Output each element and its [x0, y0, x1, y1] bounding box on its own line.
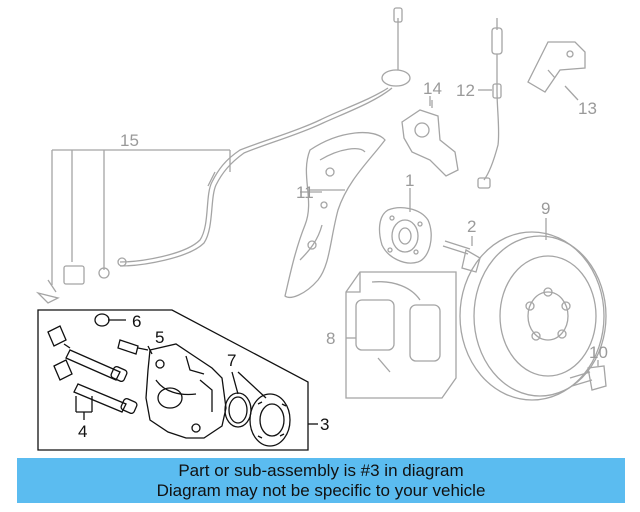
brake-assembly-diagram: 15 14 12 13 11 1 2 9 8 10 6 5 7 4 3: [35, 7, 608, 451]
callout-8: 8: [326, 329, 335, 348]
callout-15: 15: [120, 131, 139, 150]
bleeder-cap: [94, 313, 126, 327]
hub-bolt: [442, 240, 481, 273]
callout-4: 4: [78, 422, 87, 441]
callout-5: 5: [155, 328, 164, 347]
callout-1: 1: [405, 171, 414, 190]
steering-knuckle: [401, 96, 459, 177]
callout-9: 9: [541, 199, 550, 218]
bleeder-screw: [117, 339, 153, 355]
brake-caliper: [145, 343, 227, 439]
banner-line-disclaimer: Diagram may not be specific to your vehi…: [156, 481, 486, 500]
wheel-speed-sensor: [477, 18, 503, 189]
callout-12: 12: [456, 81, 475, 100]
callout-13: 13: [578, 99, 597, 118]
sensor-bracket: [527, 41, 586, 93]
callout-2: 2: [467, 217, 476, 236]
caliper-kit-outline: [37, 309, 309, 451]
banner-line-part: Part or sub-assembly is #3 in diagram: [178, 461, 464, 480]
callout-7: 7: [227, 351, 236, 370]
brake-pad-kit: [345, 271, 457, 399]
callout-6: 6: [132, 312, 141, 331]
callout-11: 11: [296, 183, 314, 202]
brake-rotor: [459, 231, 607, 401]
info-banner: Part or sub-assembly is #3 in diagram Di…: [17, 458, 625, 503]
wheel-hub: [378, 207, 432, 264]
piston-seal-kit: [224, 371, 291, 447]
callout-10: 10: [589, 343, 608, 362]
lug-bolt: [569, 365, 607, 391]
leader-13: [564, 85, 579, 101]
abs-sensor-cable: [117, 7, 411, 267]
harness-callout-bracket: [35, 149, 231, 304]
callout-3: 3: [320, 415, 329, 434]
guide-pins: [47, 325, 138, 420]
callout-14: 14: [423, 79, 442, 98]
dust-shield: [284, 131, 386, 298]
